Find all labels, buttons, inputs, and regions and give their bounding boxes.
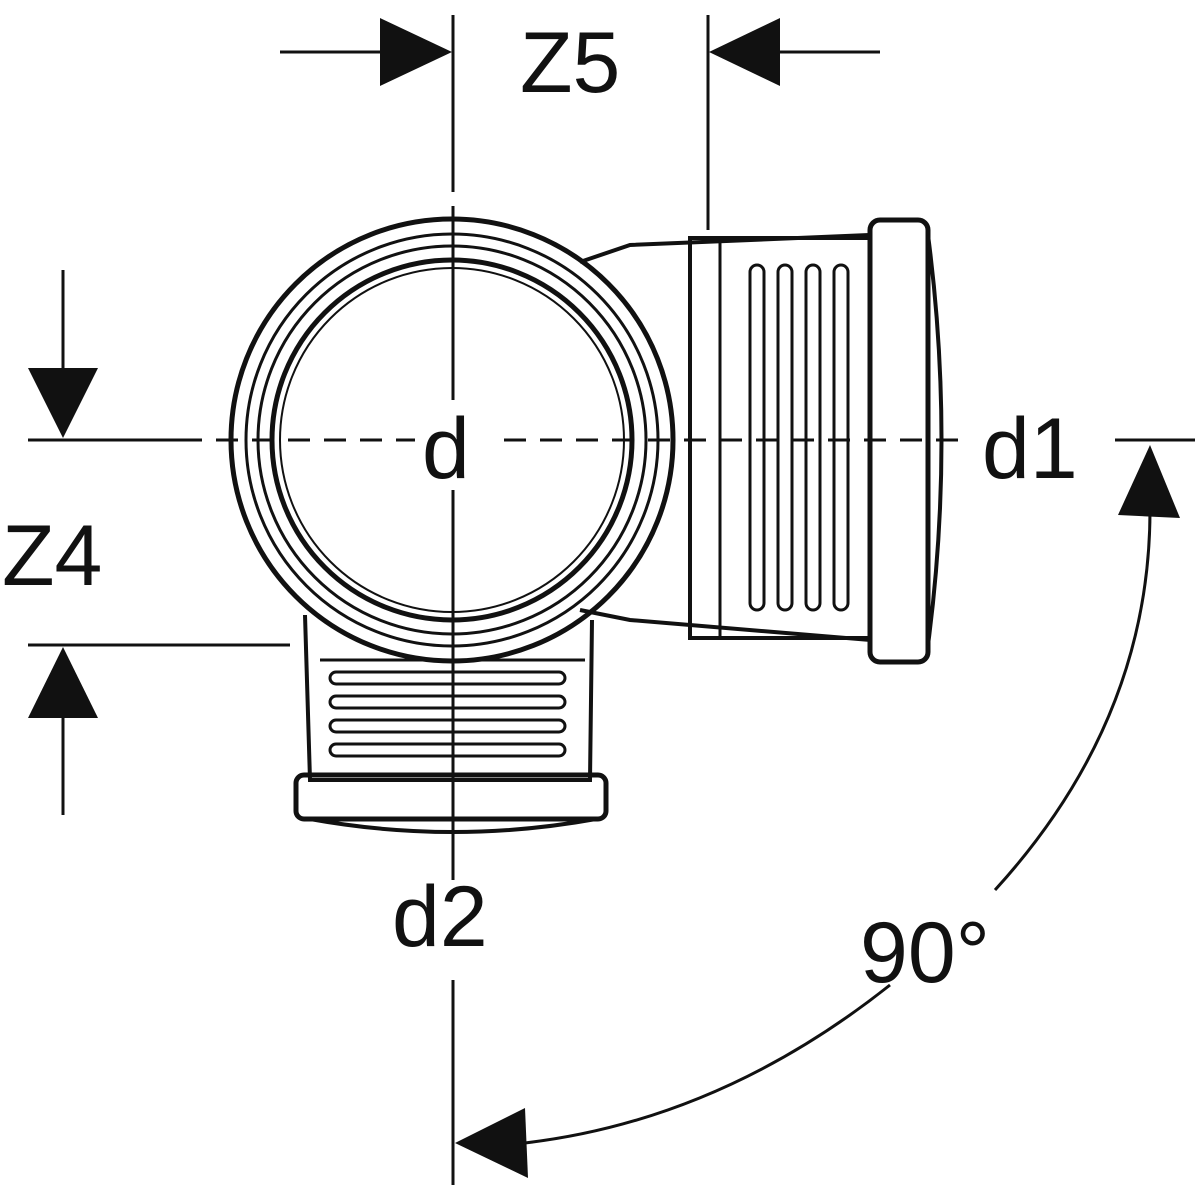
d-label: d (422, 401, 470, 497)
right-socket (579, 217, 944, 665)
d1-label: d1 (982, 401, 1078, 497)
arrow-left-icon (455, 1108, 528, 1178)
angle-dimension: 90° (455, 445, 1180, 1178)
arrow-up-icon (1118, 445, 1180, 518)
z5-dimension: Z5 (280, 15, 880, 230)
arrow-down-icon (28, 368, 98, 438)
arrow-left-icon (709, 18, 780, 86)
arrow-right-icon (380, 18, 452, 86)
angle-label: 90° (860, 905, 990, 1001)
z4-label: Z4 (2, 508, 102, 604)
arrow-up-icon (28, 647, 98, 718)
z5-label: Z5 (520, 15, 620, 111)
z4-dimension: Z4 (2, 270, 290, 815)
d2-label: d2 (392, 869, 488, 965)
centerlines (28, 15, 1195, 1185)
bottom-socket (293, 614, 609, 834)
